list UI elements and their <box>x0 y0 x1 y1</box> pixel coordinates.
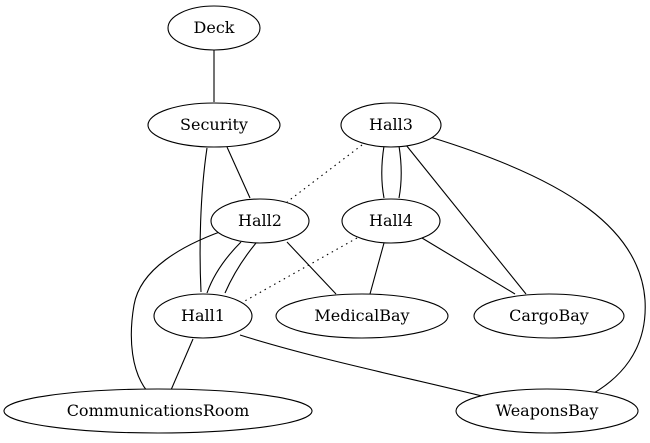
nodes: Deck Security Hall3 Hall2 Hall4 Hall1 Me… <box>3 5 639 434</box>
node-hall3[interactable]: Hall3 <box>340 102 442 148</box>
edge-hall1-weapons <box>239 334 491 399</box>
node-hall4-shape <box>341 198 441 244</box>
node-medicalbay-shape <box>275 293 449 339</box>
node-hall2-label: Hall2 <box>238 211 282 230</box>
edge-hall1-comms <box>170 338 194 391</box>
node-medicalbay[interactable]: MedicalBay <box>275 293 449 339</box>
edge-hall3-hall2 <box>286 144 363 203</box>
edge-hall3-hall4-b <box>398 145 402 199</box>
edges <box>130 50 646 399</box>
edge-hall3-cargo <box>405 144 527 295</box>
node-hall1[interactable]: Hall1 <box>153 293 253 339</box>
node-hall3-label: Hall3 <box>369 115 413 134</box>
node-weaponsbay-shape <box>455 388 639 434</box>
node-security[interactable]: Security <box>147 102 281 148</box>
node-hall4-label: Hall4 <box>369 211 413 230</box>
edge-hall4-cargo <box>421 237 516 295</box>
edge-security-hall1 <box>199 147 208 293</box>
node-weaponsbay-label: WeaponsBay <box>496 401 599 420</box>
node-communicationsroom-shape <box>3 388 313 434</box>
edge-hall4-hall1 <box>242 237 358 303</box>
node-hall2-shape <box>210 198 310 244</box>
node-security-shape <box>147 102 281 148</box>
node-deck-label: Deck <box>194 18 235 37</box>
node-cargobay[interactable]: CargoBay <box>473 293 625 339</box>
node-hall1-shape <box>153 293 253 339</box>
edge-hall3-hall4-a <box>381 145 385 199</box>
node-hall4[interactable]: Hall4 <box>341 198 441 244</box>
node-communicationsroom[interactable]: CommunicationsRoom <box>3 388 313 434</box>
edge-hall2-medical <box>286 241 337 295</box>
node-security-label: Security <box>180 115 248 134</box>
edge-security-hall2 <box>226 146 251 199</box>
node-weaponsbay[interactable]: WeaponsBay <box>455 388 639 434</box>
edge-hall4-medical <box>369 242 385 295</box>
node-hall1-label: Hall1 <box>181 306 225 325</box>
node-cargobay-shape <box>473 293 625 339</box>
edge-hall2-hall1-a <box>206 241 242 294</box>
edge-hall2-hall1-b <box>224 242 257 294</box>
edge-hall3-weapons <box>429 136 646 399</box>
node-hall3-shape <box>340 102 442 148</box>
edge-hall2-comms <box>130 227 232 392</box>
node-medicalbay-label: MedicalBay <box>314 306 409 325</box>
node-communicationsroom-label: CommunicationsRoom <box>67 401 250 420</box>
node-cargobay-label: CargoBay <box>509 306 589 325</box>
node-hall2[interactable]: Hall2 <box>210 198 310 244</box>
node-deck[interactable]: Deck <box>167 5 261 51</box>
node-deck-shape <box>167 5 261 51</box>
